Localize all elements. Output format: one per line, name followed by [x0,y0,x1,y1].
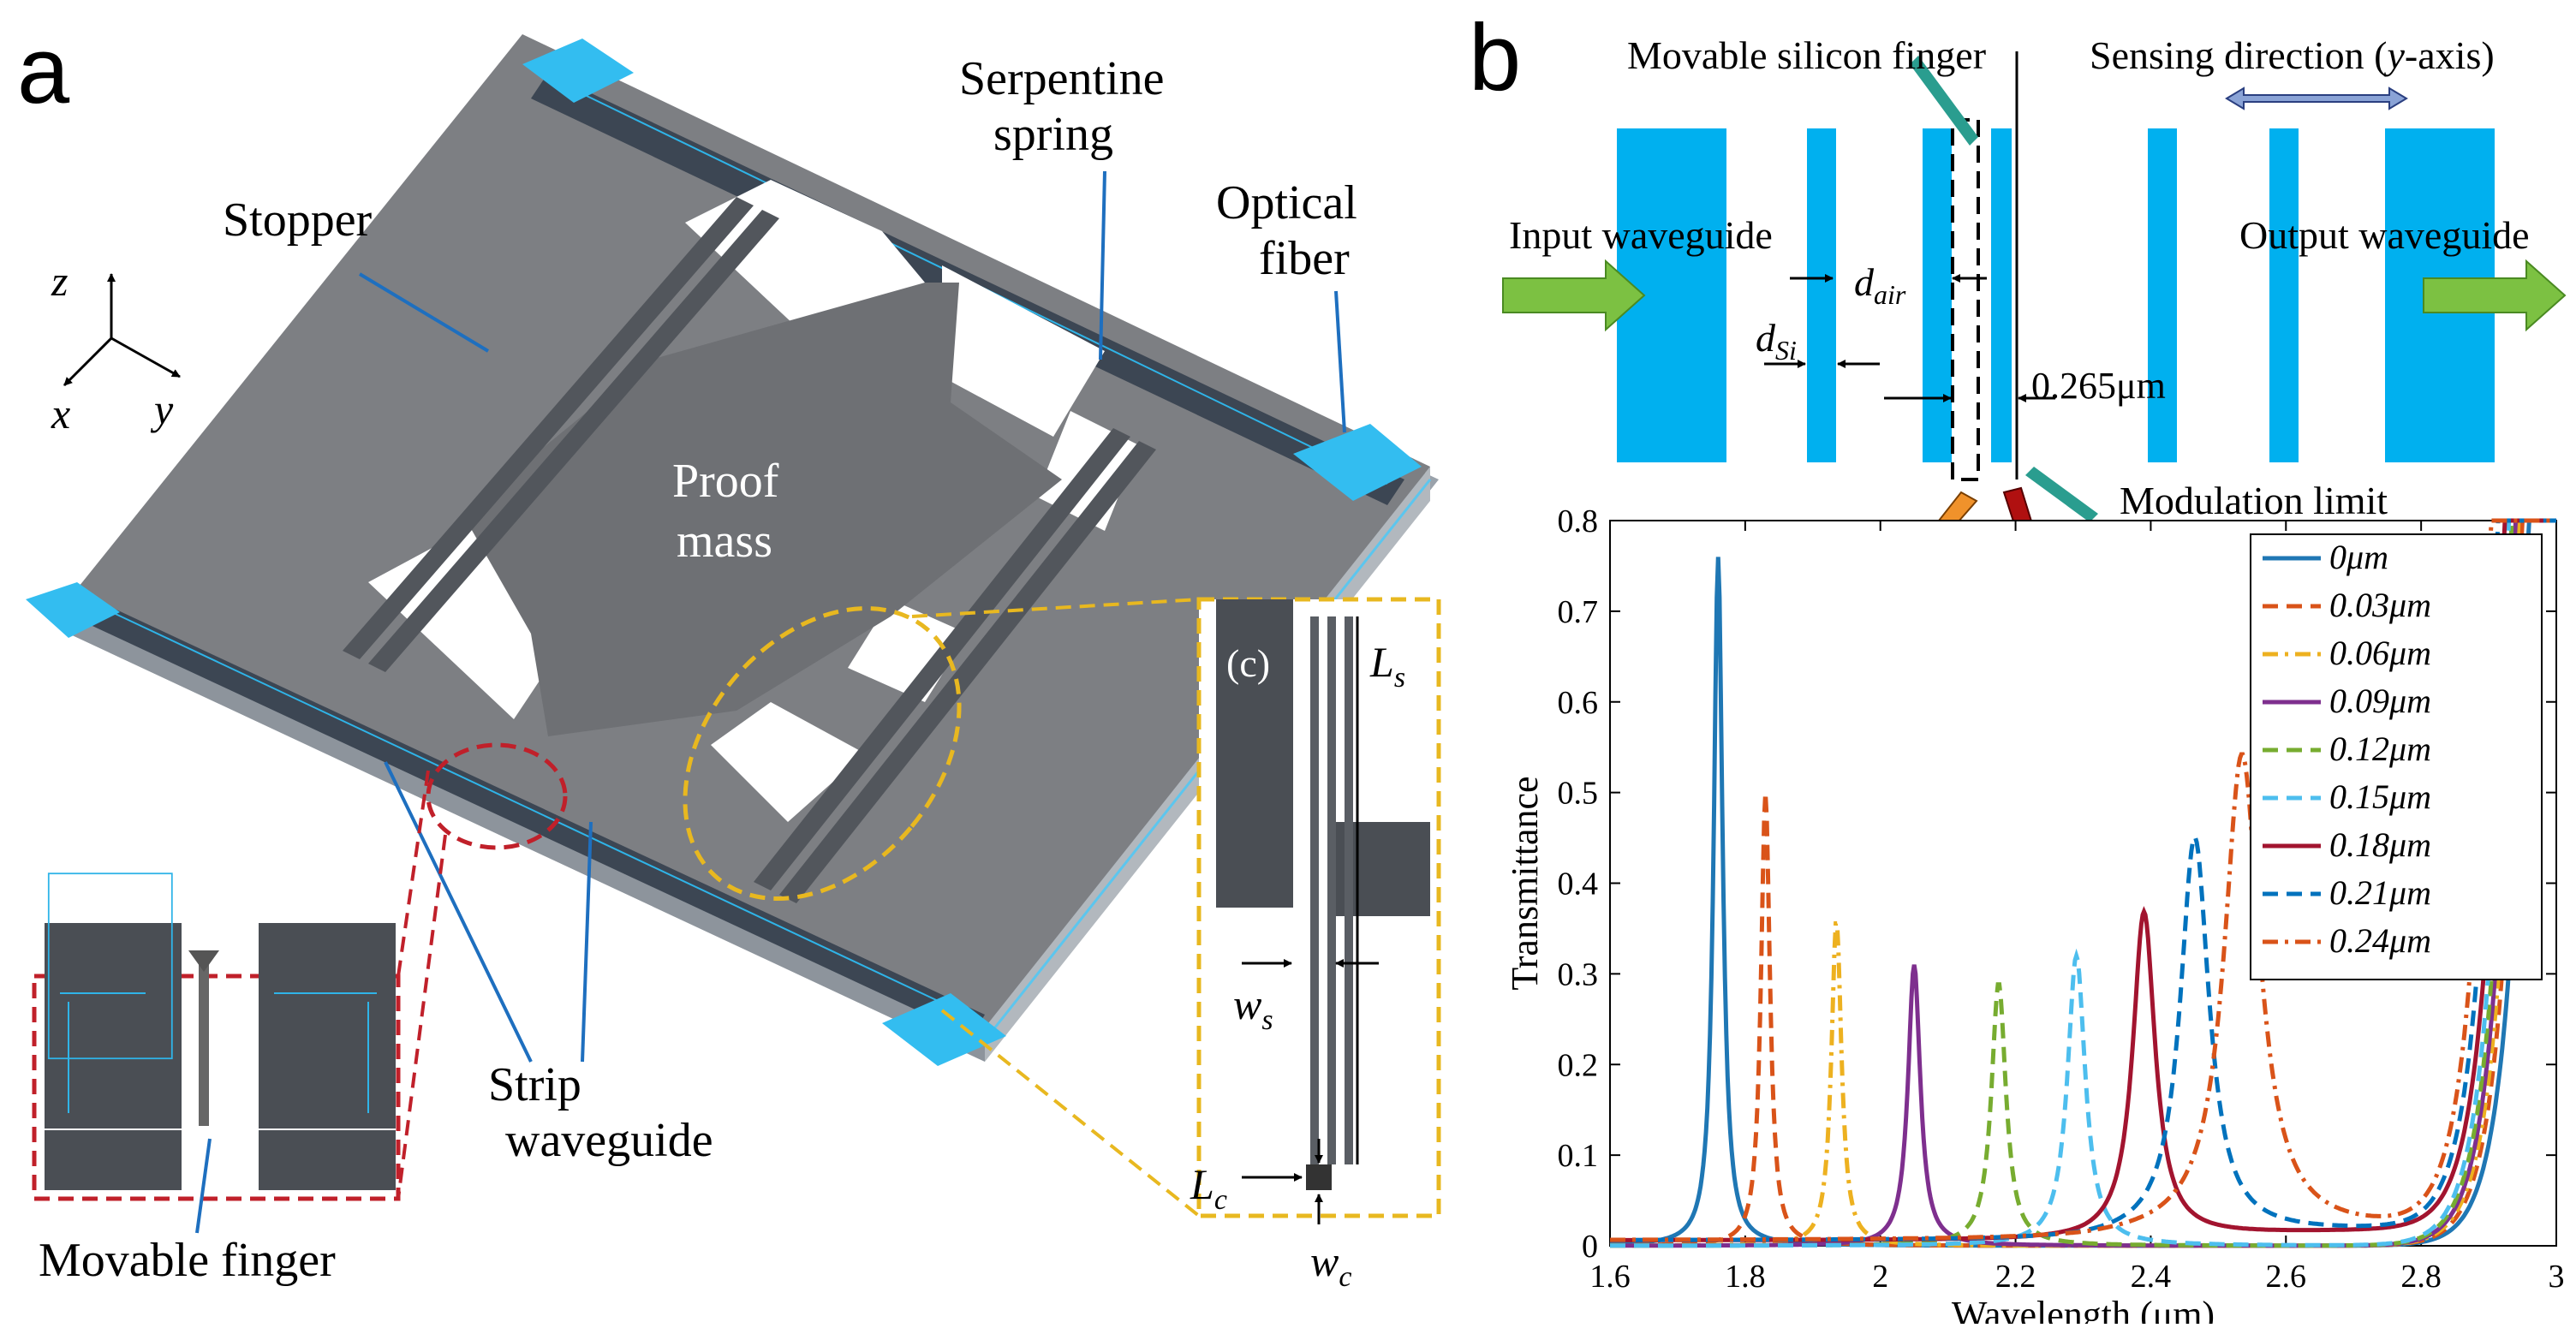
legend-label: 0.24μm [2329,921,2431,960]
label-optical-1: Optical [1216,176,1357,229]
label-movable-silicon-finger: Movable silicon finger [1627,33,1986,77]
legend-label: 0.12μm [2329,730,2431,768]
label-ws: ws [1233,980,1273,1036]
optical-pointer [1334,290,1346,433]
springs-right [754,428,1156,903]
label-movable-finger: Movable finger [39,1234,336,1287]
x-tick-label: 3 [2549,1259,2565,1295]
label-d-si: dSi [1756,316,1797,366]
legend-label: 0.09μm [2329,682,2431,720]
label-Lc: Lc [1190,1160,1227,1216]
label-strip-1: Strip [488,1058,581,1111]
x-tick-label: 2.6 [2266,1259,2307,1295]
inset-c: (c) [683,597,1441,1224]
label-proof-1: Proof [672,455,779,508]
bottom-rail-waveguide [102,607,977,1020]
opening-bottom [711,702,865,822]
coordinate-axes: z x y [51,257,181,438]
axis-y-label: y [150,385,174,433]
label-optical-2: fiber [1259,232,1350,285]
x-tick-label: 1.8 [1725,1259,1766,1295]
label-input-waveguide: Input waveguide [1509,213,1773,257]
legend-label: 0.15μm [2329,777,2431,816]
label-gap: 0.265μm [2031,365,2166,407]
output-arrow [2423,259,2567,332]
silicon-finger-4 [2148,128,2177,462]
movable-silicon-finger [1991,128,2012,462]
strip-pointer-1 [384,761,533,1063]
series-line-5 [1610,518,2556,1248]
label-serpentine-1: Serpentine [959,52,1164,105]
label-stopper: Stopper [223,194,373,247]
y-tick-label: 0 [1582,1229,1598,1265]
optical-fiber-right [1293,424,1422,501]
y-tick-label: 0.5 [1558,776,1599,812]
label-wc: wc [1310,1237,1351,1293]
panel-a: a [17,18,1441,1293]
optical-fiber-top-left [522,39,634,103]
label-output-waveguide: Output waveguide [2239,213,2530,257]
springs-left [343,197,779,672]
x-tick-label: 2 [1872,1259,1888,1295]
x-tick-label: 2.8 [2400,1259,2442,1295]
inset-c-letter: (c) [1226,641,1270,685]
optical-fiber-bottom [882,993,1006,1066]
stopper-pointer [358,272,490,353]
y-tick-label: 0.1 [1558,1138,1599,1174]
label-sensing-direction: Sensing direction (y-axis) [2090,33,2495,77]
legend-label: 0.06μm [2329,634,2431,672]
label-strip-2: waveguide [505,1114,713,1167]
x-axis-label: Wavelength (μm) [1952,1294,2215,1324]
transmittance-chart: 1.6 1.8 2 2.2 2.4 2.6 2.8 3 0 0.1 0.2 0.3 0.4 0.5 0.6 0… [1504,503,2565,1328]
opening-upper-right [942,265,1105,437]
label-Ls: Ls [1369,638,1405,694]
legend-box [2250,533,2543,980]
y-tick-label: 0.3 [1558,956,1599,992]
y-tick-label: 0.6 [1558,685,1599,721]
series-line-8 [1610,518,2556,1242]
x-tick-label: 2.4 [2131,1259,2172,1295]
silicon-finger-5 [2269,128,2299,462]
bottom-rail [81,599,985,1036]
x-tick-label: 2.2 [1995,1259,2036,1295]
y-axis-label: Transmittance [1504,776,1546,990]
silicon-finger-1 [1807,128,1836,462]
legend-label: 0.21μm [2329,873,2431,912]
y-tick-label: 0.4 [1558,866,1599,902]
modulation-pointer [2025,467,2098,522]
legend-label: 0μm [2329,538,2388,576]
series-line-7 [1610,518,2556,1242]
label-proof-2: mass [677,515,772,568]
y-tick-label: 0.7 [1558,594,1599,630]
legend-label: 0.18μm [2329,825,2431,864]
finger-pointer [1910,56,1978,146]
silicon-finger-2 [1923,128,1952,462]
legend-label: 0.03μm [2329,586,2431,624]
label-d-air: dair [1854,260,1906,310]
input-arrow [1502,259,1646,332]
panel-a-letter: a [17,18,70,123]
axis-x-label: x [51,390,70,438]
panel-b: b Movable silicon finger Sensing directi… [1469,5,2567,1328]
serpentine-pointer [1099,170,1106,360]
y-tick-label: 0.2 [1558,1047,1599,1083]
finger-dashed-outline [1951,118,1980,481]
label-modulation-limit: Modulation limit [2120,479,2388,522]
axis-z-label: z [51,257,68,305]
inset-movable-finger [32,742,568,1234]
label-serpentine-2: spring [993,108,1113,161]
panel-b-letter: b [1469,5,1521,110]
optical-fiber-left [26,582,120,638]
y-tick-label: 0.8 [1558,503,1599,539]
strip-pointer-2 [581,821,593,1063]
x-tick-label: 1.6 [1589,1259,1631,1295]
sensing-direction-arrow [2225,86,2408,110]
